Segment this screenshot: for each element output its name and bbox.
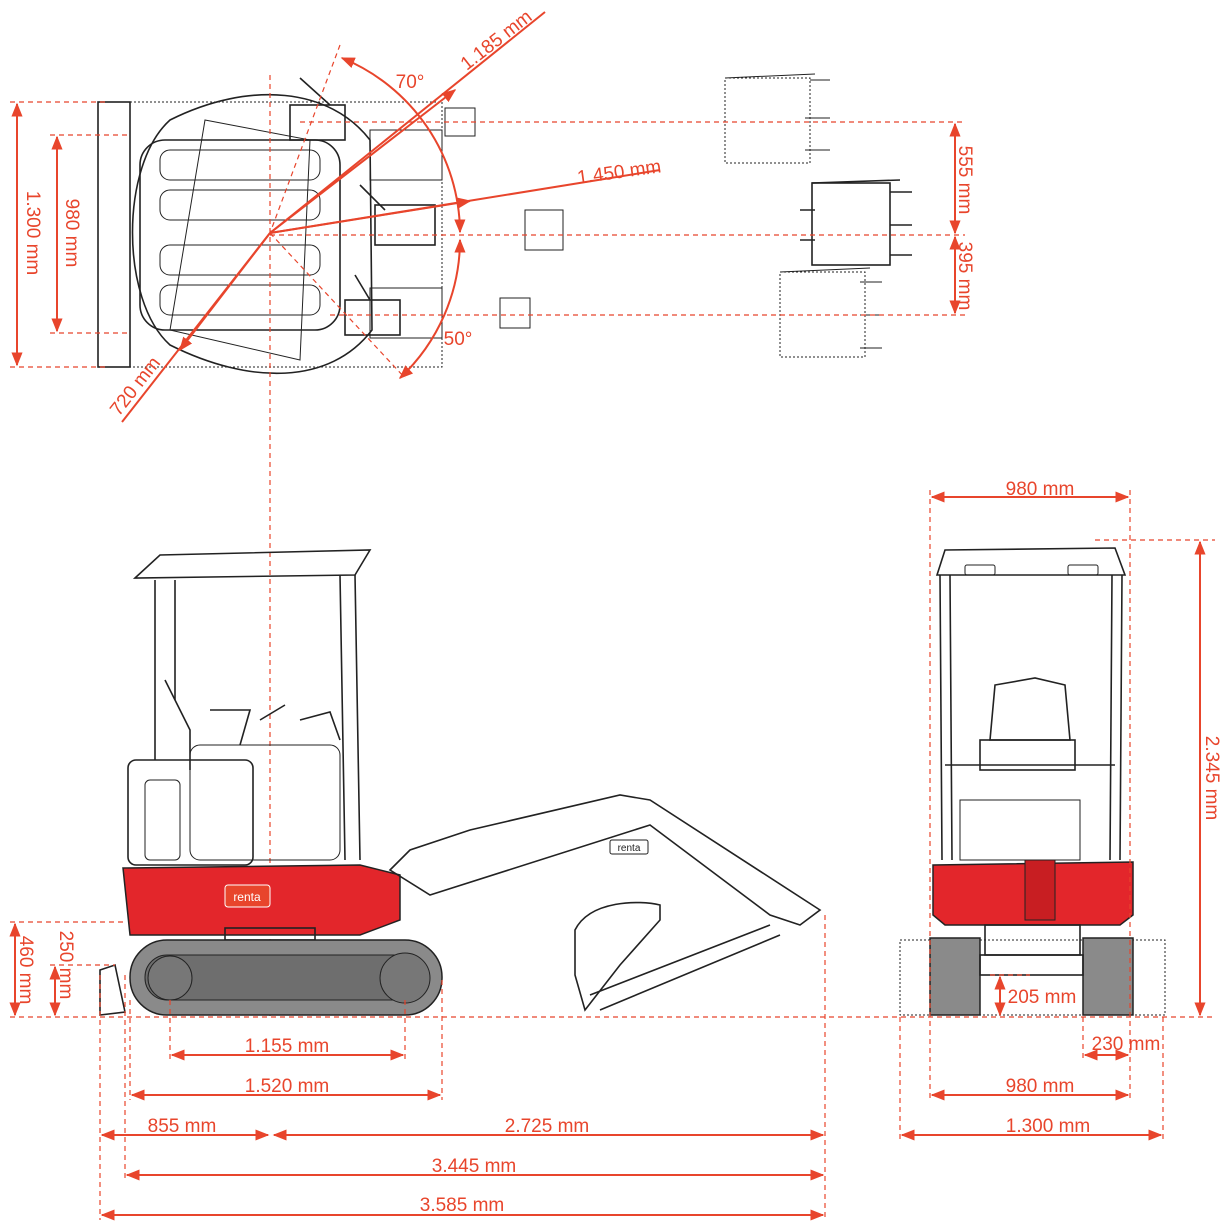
front-track-left xyxy=(929,937,981,1016)
tail-radius-arrow xyxy=(179,232,271,352)
tumbler-distance-label: 1.155 mm xyxy=(245,1036,329,1057)
side-boom xyxy=(388,794,822,926)
offset-right-label: 395 mm xyxy=(954,242,975,311)
top-view: 1.300 mm 980 mm 1.185 mm 70° 1.450 mm 50… xyxy=(10,6,975,1020)
reach-long-arrow xyxy=(269,89,457,234)
overall-height-label: 2.345 mm xyxy=(1201,736,1222,820)
tail-radius-label: 720 mm xyxy=(106,353,165,420)
reach-center-arrow xyxy=(269,197,472,234)
rear-to-center-label: 855 mm xyxy=(148,1116,217,1137)
front-blade-outline xyxy=(899,939,1166,1016)
reach-center-label: 1.450 mm xyxy=(576,156,663,189)
swing-left-angle-label: 70° xyxy=(396,72,425,93)
track-width-top-label: 980 mm xyxy=(61,199,82,268)
center-to-front-label: 2.725 mm xyxy=(505,1116,589,1137)
reach-long-label: 1.185 mm xyxy=(457,6,537,75)
side-view: renta renta 460 mm xyxy=(9,549,1215,1221)
swing-right-arc xyxy=(398,238,466,379)
track-length-label: 1.520 mm xyxy=(245,1076,329,1097)
cab-width-label: 980 mm xyxy=(1006,479,1075,500)
overall-length-label: 3.585 mm xyxy=(420,1195,504,1216)
shoe-width-label: 230 mm xyxy=(1092,1034,1161,1055)
front-track-right xyxy=(1082,937,1134,1016)
side-guide-lines xyxy=(10,915,1215,1220)
side-logo: renta xyxy=(233,890,261,904)
front-guide-lines xyxy=(899,490,1215,1140)
blade-width-label: 1.300 mm xyxy=(1006,1116,1090,1137)
side-bucket xyxy=(574,901,661,1012)
boom-logo: renta xyxy=(618,843,641,854)
blade-height-label: 460 mm xyxy=(15,936,36,1005)
track-width-front-label: 980 mm xyxy=(1006,1076,1075,1097)
offset-left-label: 555 mm xyxy=(954,146,975,215)
ground-clearance-label: 205 mm xyxy=(1008,987,1077,1008)
side-logo-badge xyxy=(224,884,271,908)
front-view: 980 mm 2.345 mm 205 mm 230 mm 980 mm 1.3… xyxy=(899,479,1222,1141)
blade-lift-label: 250 mm xyxy=(55,931,76,1000)
side-view-machine: renta renta xyxy=(99,549,822,1016)
length-without-blade-label: 3.445 mm xyxy=(432,1156,516,1177)
swing-right-angle-label: 50° xyxy=(444,329,473,350)
overall-width-label: 1.300 mm xyxy=(22,191,43,275)
front-view-machine xyxy=(899,547,1166,1016)
